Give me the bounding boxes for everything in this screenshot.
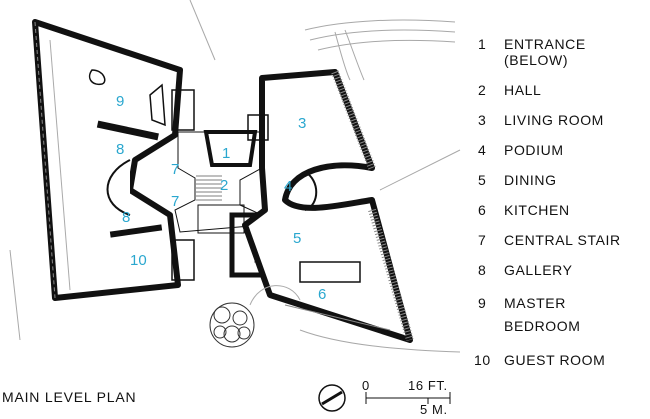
legend-num: 1 (478, 36, 487, 52)
room-labels: 9 8 7 1 2 7 8 10 3 4 5 6 (116, 93, 326, 303)
room-label-8-upper: 8 (116, 141, 124, 158)
legend: 1 ENTRANCE (BELOW) 2 HALL 3 LIVING ROOM … (474, 36, 644, 368)
room-label-3: 3 (298, 115, 306, 132)
legend-item-8: 8 GALLERY (474, 262, 644, 278)
legend-label: DINING (504, 172, 557, 188)
legend-item-7: 7 CENTRAL STAIR (474, 232, 644, 248)
left-wing (32, 19, 195, 301)
legend-label: KITCHEN (504, 202, 570, 218)
legend-num: 7 (478, 232, 487, 248)
legend-label: PODIUM (504, 142, 564, 158)
legend-num: 2 (478, 82, 487, 98)
legend-item-10: 10 GUEST ROOM (474, 352, 644, 368)
legend-num: 5 (478, 172, 487, 188)
site-lines (9, 0, 461, 353)
central-core (174, 130, 273, 278)
legend-num: 6 (478, 202, 487, 218)
legend-num: 9 (478, 295, 487, 311)
right-wing (242, 69, 414, 343)
room-label-6: 6 (318, 286, 326, 303)
room-label-10: 10 (130, 252, 147, 269)
legend-label: GALLERY (504, 262, 573, 278)
scale-zero-label: 0 (362, 378, 370, 393)
legend-num: 4 (478, 142, 487, 158)
tree-symbol (209, 302, 255, 348)
room-label-7-upper: 7 (171, 161, 179, 178)
legend-label: CENTRAL STAIR (504, 232, 621, 248)
legend-item-4: 4 PODIUM (474, 142, 644, 158)
scale-meters-label: 5 M. (420, 402, 448, 417)
legend-label: ENTRANCE (BELOW) (504, 36, 586, 68)
legend-item-2: 2 HALL (474, 82, 644, 98)
legend-label: MASTER BEDROOM (504, 295, 581, 334)
room-label-2: 2 (220, 177, 228, 194)
legend-item-3: 3 LIVING ROOM (474, 112, 644, 128)
plan-caption: MAIN LEVEL PLAN (2, 389, 137, 405)
legend-item-1: 1 ENTRANCE (BELOW) (474, 36, 644, 68)
legend-item-5: 5 DINING (474, 172, 644, 188)
legend-label: HALL (504, 82, 542, 98)
legend-label: LIVING ROOM (504, 112, 604, 128)
north-arrow-icon (318, 384, 451, 412)
legend-label: GUEST ROOM (504, 352, 606, 368)
legend-item-6: 6 KITCHEN (474, 202, 644, 218)
legend-num: 8 (478, 262, 487, 278)
room-label-5: 5 (293, 230, 301, 247)
floor-plan: 9 8 7 1 2 7 8 10 3 4 5 6 (9, 0, 461, 353)
scale-feet-label: 16 FT. (408, 378, 448, 393)
room-label-8-lower: 8 (122, 209, 130, 226)
legend-num: 3 (478, 112, 487, 128)
room-label-9: 9 (116, 93, 124, 110)
scale-bar: 0 16 FT. 5 M. (316, 372, 456, 417)
room-label-4: 4 (284, 178, 292, 195)
room-label-7-lower: 7 (171, 193, 179, 210)
legend-item-9: 9 MASTER BEDROOM (474, 292, 644, 338)
legend-num: 10 (474, 352, 491, 368)
room-label-1: 1 (222, 145, 230, 162)
